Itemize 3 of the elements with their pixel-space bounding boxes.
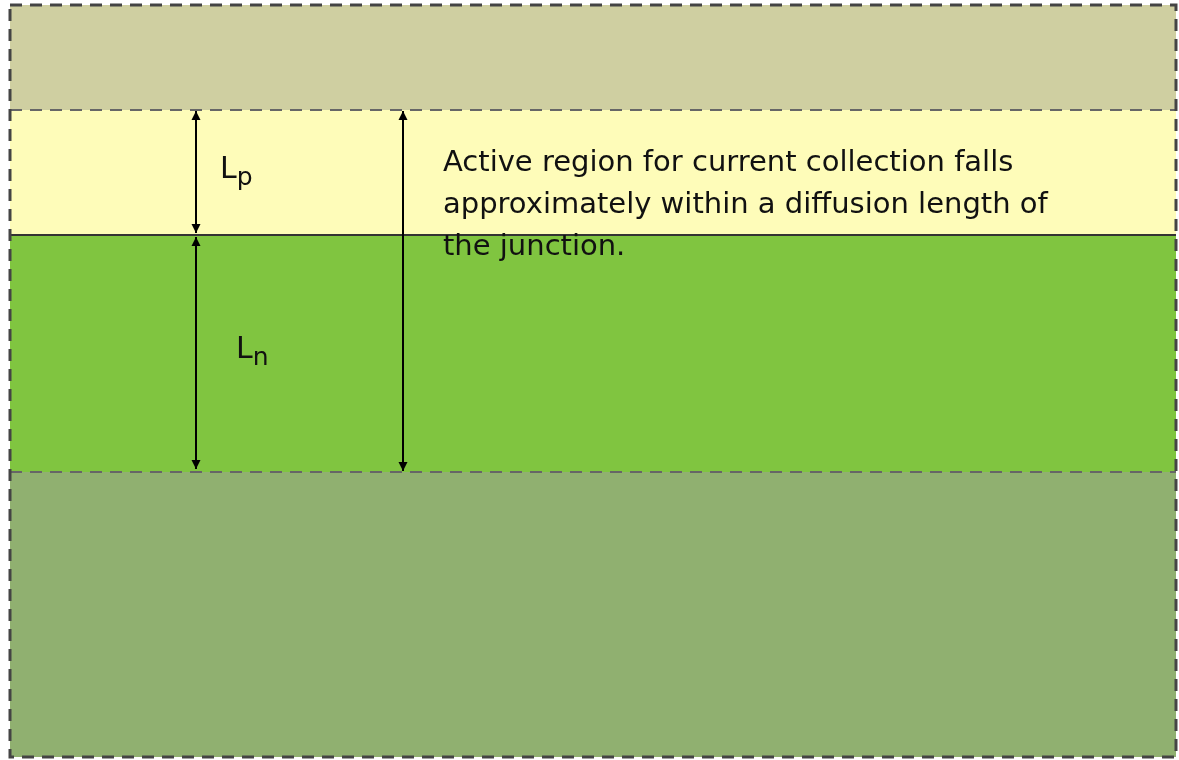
dimension-label: L$_{n}$ bbox=[236, 330, 269, 372]
dimension-label: L$_{p}$ bbox=[220, 150, 253, 192]
annotation-text: Active region for current collection falls approximately within a diffusion length of the junction. bbox=[443, 143, 1050, 265]
